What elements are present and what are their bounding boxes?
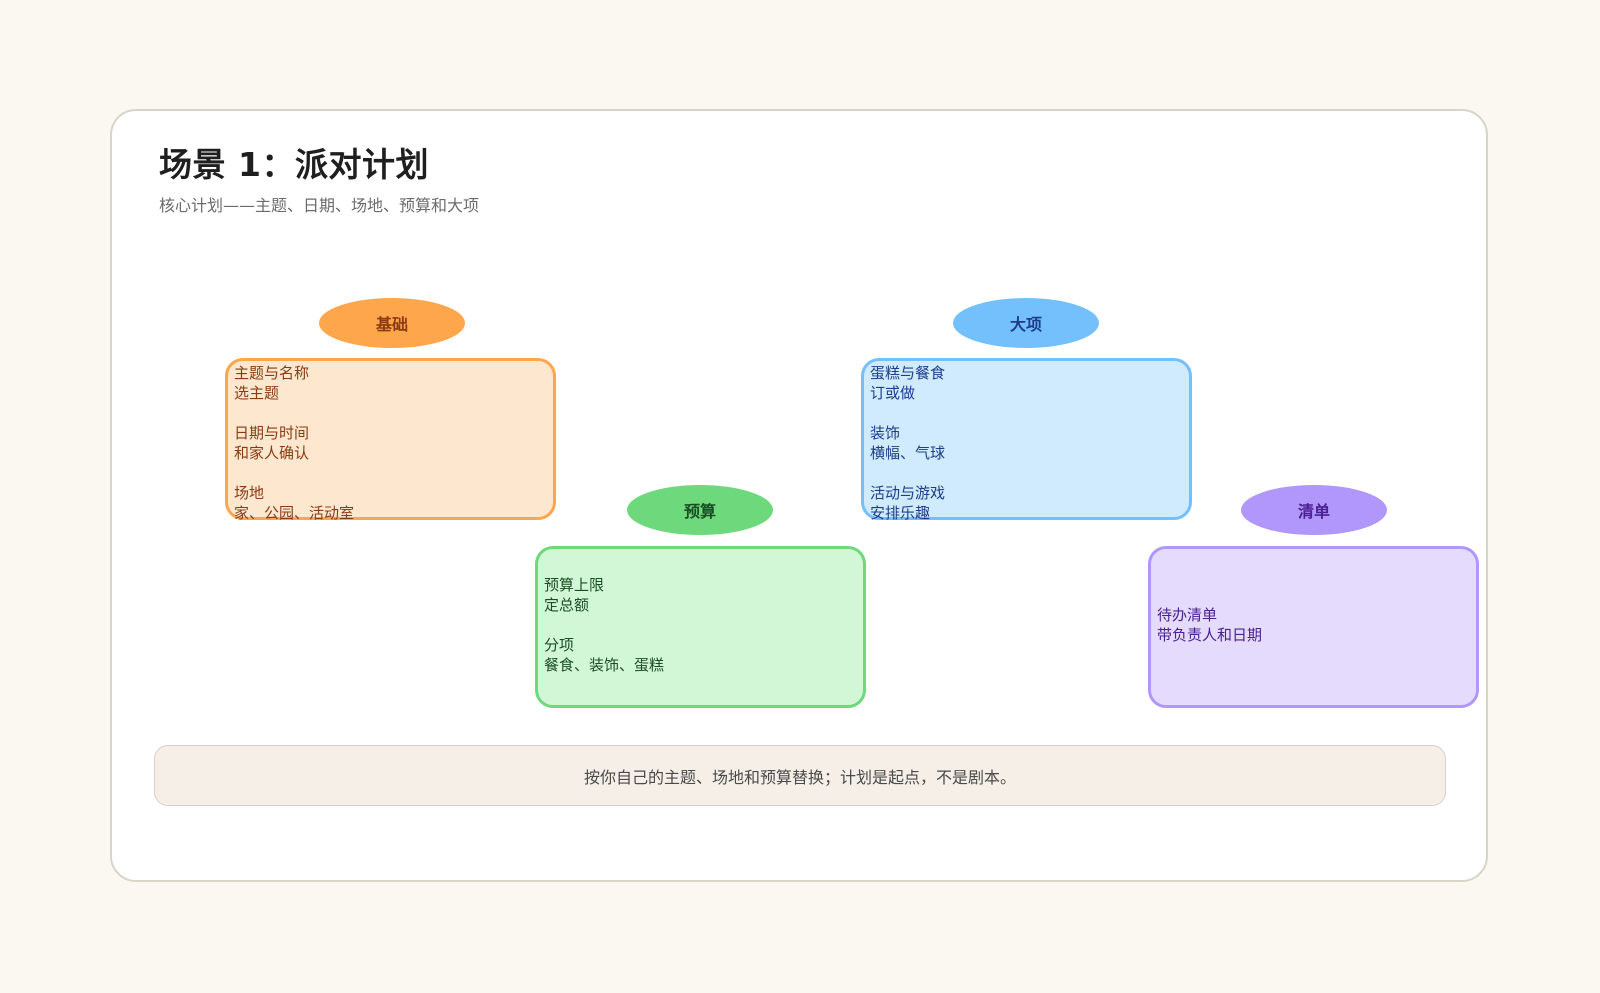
item-detail: 订或做 [870,384,916,402]
node-label-basics[interactable]: 基础 [319,298,465,348]
footer-note: 按你自己的主题、场地和预算替换；计划是起点，不是剧本。 [154,745,1446,806]
item-detail: 横幅、气球 [870,444,946,462]
page-subtitle: 核心计划——主题、日期、场地、预算和大项 [159,196,480,215]
item-title: 待办清单 [1157,606,1218,624]
node-checklist[interactable]: 待办清单 带负责人和日期 [1148,546,1479,708]
node-label-text: 大项 [1009,315,1042,334]
item-detail: 定总额 [544,596,590,614]
item-title: 主题与名称 [234,364,310,382]
item-title: 分项 [544,636,575,654]
node-basics[interactable]: 主题与名称 选主题 日期与时间 和家人确认 场地 家、公园、活动室 [225,358,556,522]
page-title: 场景 1：派对计划 [159,145,429,184]
node-label-checklist[interactable]: 清单 [1241,485,1387,535]
node-label-major[interactable]: 大项 [953,298,1099,348]
item-detail: 和家人确认 [234,444,310,462]
node-label-text: 清单 [1297,502,1330,521]
item-detail: 安排乐趣 [870,504,931,522]
node-label-text: 预算 [683,502,716,521]
item-detail: 家、公园、活动室 [234,504,355,522]
node-label-budget[interactable]: 预算 [627,485,773,535]
footer-note-text: 按你自己的主题、场地和预算替换；计划是起点，不是剧本。 [583,767,1016,787]
item-title: 装饰 [870,424,901,442]
item-title: 场地 [234,484,265,502]
item-title: 蛋糕与餐食 [870,364,946,382]
item-title: 活动与游戏 [870,484,946,502]
item-detail: 餐食、装饰、蛋糕 [544,656,665,674]
node-budget[interactable]: 预算上限 定总额 分项 餐食、装饰、蛋糕 [535,546,866,708]
item-detail: 带负责人和日期 [1157,626,1263,644]
item-detail: 选主题 [234,384,280,402]
item-title: 日期与时间 [234,424,310,442]
node-label-text: 基础 [375,315,408,334]
node-major[interactable]: 蛋糕与餐食 订或做 装饰 横幅、气球 活动与游戏 安排乐趣 [861,358,1192,522]
item-title: 预算上限 [544,576,605,594]
